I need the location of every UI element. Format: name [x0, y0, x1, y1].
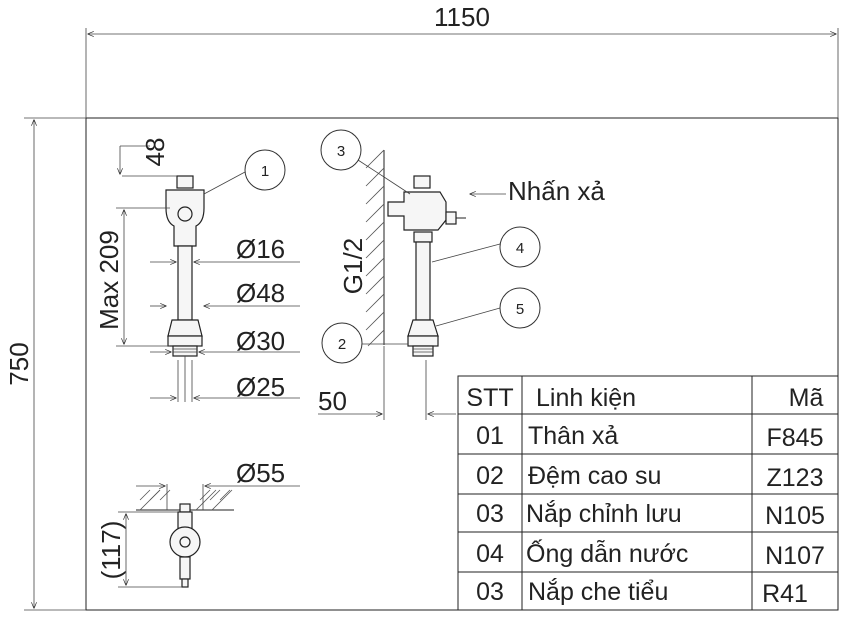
- dimension-117-text: (117): [96, 521, 126, 580]
- side-pipe: [415, 241, 431, 321]
- table-row: 03 Nắp che tiểu R41: [476, 577, 808, 608]
- side-valve-body: [387, 191, 447, 231]
- overall-height-dimension: 750: [4, 117, 86, 611]
- front-connector: [167, 319, 203, 337]
- dimension-55: Ø55: [136, 458, 300, 510]
- svg-text:03: 03: [476, 578, 504, 606]
- svg-text:Đệm cao su: Đệm cao su: [528, 462, 661, 490]
- svg-text:2: 2: [338, 336, 346, 353]
- front-view: [165, 175, 205, 402]
- callout-4: 4: [431, 226, 541, 268]
- svg-text:Ống dẫn nước: Ống dẫn nước: [526, 538, 688, 568]
- dimension-50-text: 50: [318, 386, 347, 416]
- front-top-nut: [176, 175, 194, 189]
- header-stt: STT: [466, 384, 513, 412]
- callout-3: 3: [320, 129, 411, 195]
- overall-height-text: 750: [4, 342, 34, 385]
- callout-5: 5: [435, 287, 541, 329]
- dia-48-text: Ø48: [236, 278, 285, 308]
- front-pipe: [177, 245, 193, 321]
- table-row: 01 Thân xả F845: [476, 422, 823, 452]
- svg-text:01: 01: [476, 422, 504, 450]
- dimension-48: 48: [120, 138, 177, 177]
- dimension-max-209-text: Max 209: [94, 230, 124, 330]
- push-button: [445, 211, 457, 225]
- svg-text:N105: N105: [765, 502, 825, 530]
- callout-2: 2: [321, 322, 408, 364]
- svg-text:5: 5: [516, 301, 524, 318]
- table-row: 03 Nắp chỉnh lưu N105: [476, 499, 825, 530]
- bottom-view: [136, 489, 234, 588]
- parts-table: STT Linh kiện Mã 01 Thân xả F845 02 Đệm …: [457, 375, 839, 611]
- dia-30-text: Ø30: [236, 326, 285, 356]
- svg-text:04: 04: [476, 540, 504, 568]
- diameter-dimensions: Ø16 Ø48 Ø30 Ø25: [150, 234, 300, 402]
- dia-55-text: Ø55: [236, 458, 285, 488]
- svg-text:02: 02: [476, 462, 504, 490]
- svg-text:F845: F845: [767, 424, 824, 452]
- table-row: 02 Đệm cao su Z123: [476, 462, 823, 492]
- svg-text:03: 03: [476, 500, 504, 528]
- dimension-48-text: 48: [140, 138, 170, 167]
- overall-width-text: 1150: [434, 2, 490, 32]
- svg-text:Thân xả: Thân xả: [528, 422, 618, 450]
- header-code: Mã: [789, 384, 824, 412]
- wall-hatch: [365, 149, 385, 347]
- svg-text:Z123: Z123: [767, 464, 824, 492]
- dimension-117: (117): [96, 511, 182, 588]
- thread-label: G1/2: [338, 238, 368, 294]
- svg-text:Nắp chỉnh lưu: Nắp chỉnh lưu: [526, 499, 682, 528]
- svg-text:N107: N107: [765, 542, 825, 570]
- header-part: Linh kiện: [536, 384, 636, 412]
- table-header: STT Linh kiện Mã: [466, 384, 823, 412]
- side-view: [365, 149, 466, 420]
- overall-width-dimension: 1150: [85, 2, 839, 118]
- dimension-50: 50: [318, 346, 456, 420]
- dimension-max-209: Max 209: [94, 207, 170, 347]
- dia-25-text: Ø25: [236, 372, 285, 402]
- svg-text:R41: R41: [762, 580, 808, 608]
- press-label: Nhấn xả: [508, 176, 605, 206]
- svg-text:4: 4: [516, 240, 524, 257]
- svg-text:Nắp che tiểu: Nắp che tiểu: [528, 577, 668, 606]
- svg-text:3: 3: [337, 143, 345, 160]
- table-row: 04 Ống dẫn nước N107: [476, 538, 825, 570]
- dia-16-text: Ø16: [236, 234, 285, 264]
- svg-text:1: 1: [261, 163, 269, 180]
- callout-1: 1: [203, 149, 286, 195]
